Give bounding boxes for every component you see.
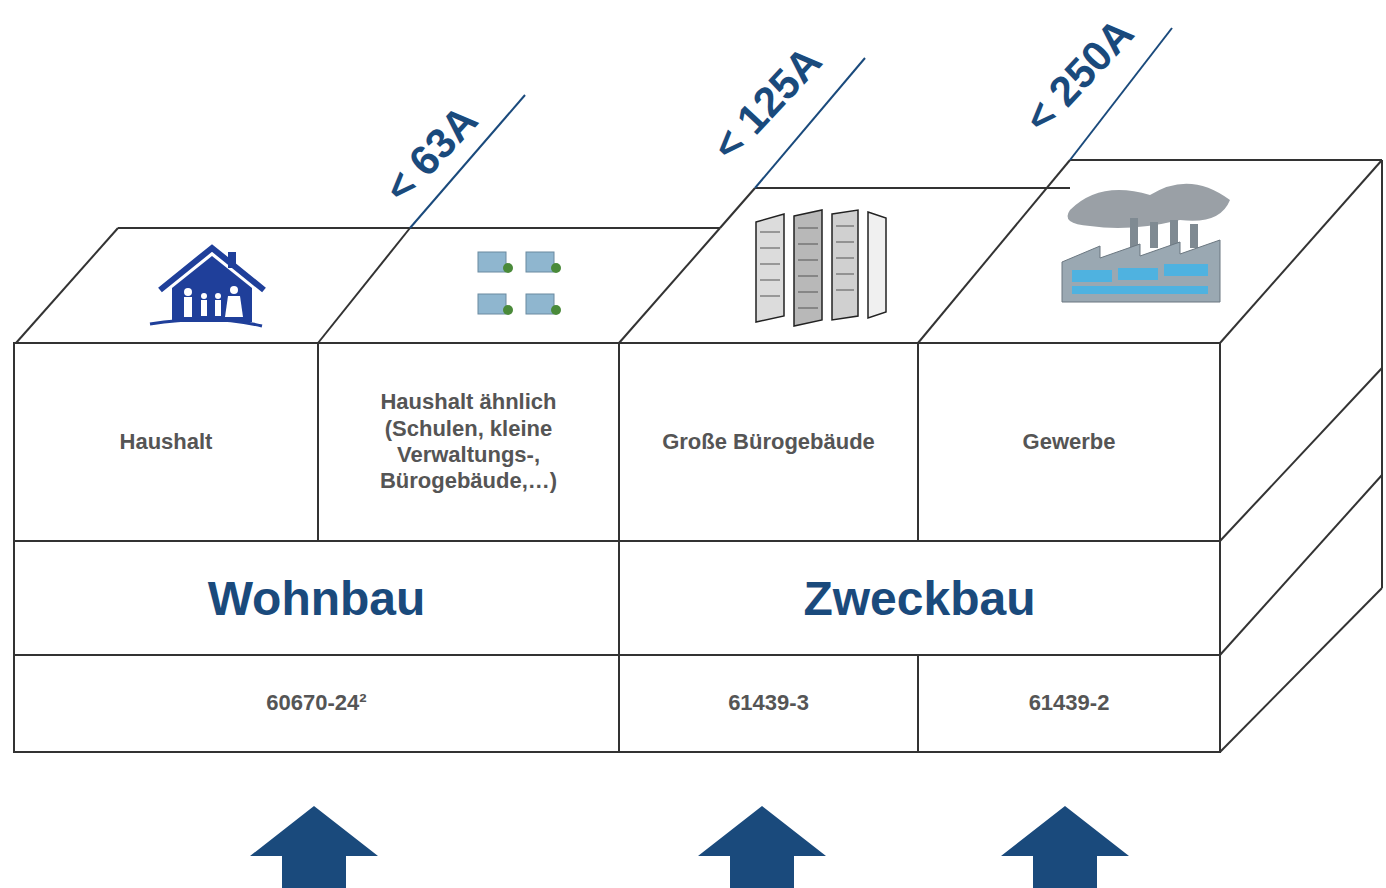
- group-band: Wohnbau: [14, 541, 619, 655]
- standard-cell: 61439-2: [918, 655, 1220, 752]
- category-cell: Haushalt ähnlich (Schulen, kleine Verwal…: [318, 343, 619, 541]
- current-limit-label: < 250A: [1015, 9, 1143, 142]
- buildings-icon: [478, 252, 561, 315]
- group-band: Zweckbau: [619, 541, 1220, 655]
- category-cell: Gewerbe: [918, 343, 1220, 541]
- up-arrows: [250, 806, 1129, 888]
- cell-text: Große Bürogebäude: [662, 429, 875, 455]
- category-cell: Haushalt: [14, 343, 318, 541]
- cell-text: 61439-3: [728, 690, 809, 716]
- cell-text: 61439-2: [1029, 690, 1110, 716]
- house-icon: [150, 248, 264, 326]
- standard-cell: 61439-3: [619, 655, 918, 752]
- cell-text: Gewerbe: [1023, 429, 1116, 455]
- cell-text: Zweckbau: [803, 571, 1035, 626]
- current-limit-label: < 125A: [703, 37, 831, 170]
- current-limit-label: < 63A: [375, 96, 487, 212]
- cell-text: Haushalt: [120, 429, 213, 455]
- factory-icon: [1062, 184, 1230, 302]
- category-cell: Große Bürogebäude: [619, 343, 918, 541]
- towers-icon: [756, 210, 886, 326]
- block-outline: [14, 160, 1382, 752]
- cell-text: 60670-24²: [266, 690, 366, 716]
- cell-text: Haushalt ähnlich (Schulen, kleine Verwal…: [328, 389, 609, 495]
- standard-cell: 60670-24²: [14, 655, 619, 752]
- cell-text: Wohnbau: [208, 571, 426, 626]
